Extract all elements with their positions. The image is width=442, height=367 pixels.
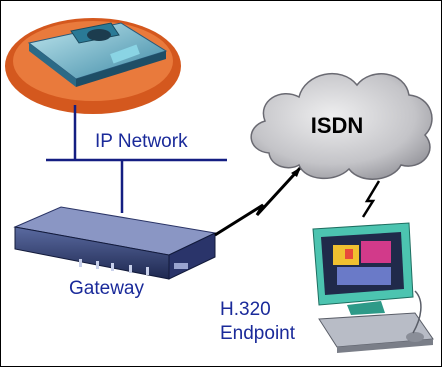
gateway-label: Gateway [69, 278, 144, 299]
ip-network-label: IP Network [95, 131, 188, 152]
h320-endpoint-computer-icon [312, 222, 434, 353]
gateway-device-icon [13, 206, 217, 280]
ip-network-bus [46, 105, 227, 213]
isdn-label: ISDN [311, 113, 364, 138]
videoconference-unit-icon [5, 18, 181, 114]
lightning-link-icon [214, 165, 303, 237]
endpoint-label-line2: Endpoint [220, 323, 296, 344]
isdn-cloud-icon [250, 72, 433, 180]
endpoint-label-line1: H.320 [220, 299, 271, 320]
endpoint-link-icon [361, 180, 381, 218]
